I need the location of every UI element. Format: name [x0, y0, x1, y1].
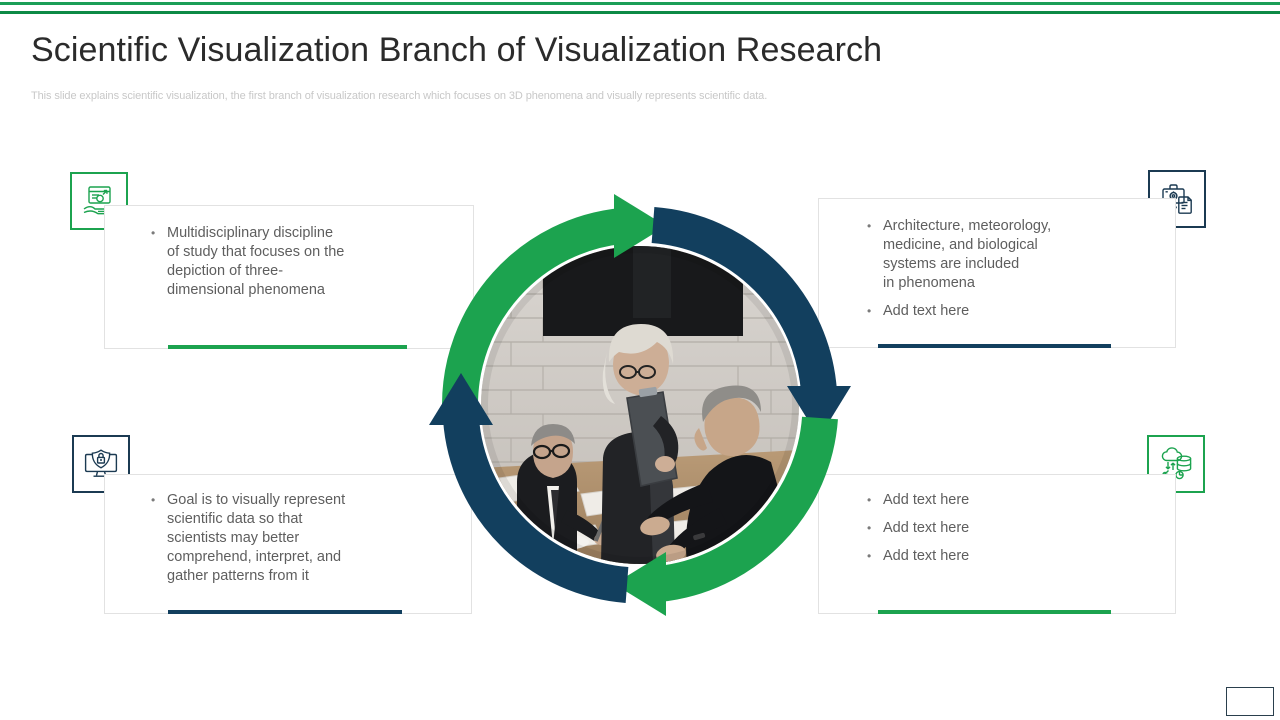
- bullet-text: Goal is to visually represent scientific…: [167, 492, 346, 584]
- top-accent-rule-outer: [0, 2, 1280, 5]
- cycle-diagram: [425, 190, 855, 620]
- cycle-segment-bottom-left: [429, 373, 629, 603]
- panel-bottom-left-accent-bar: [168, 610, 402, 614]
- bullet-marker: •: [151, 493, 156, 507]
- bullet-marker: •: [867, 493, 872, 507]
- page-title: Scientific Visualization Branch of Visua…: [31, 31, 883, 69]
- list-item: • Goal is to visually represent scientif…: [151, 491, 461, 586]
- bullet-text: Add text here: [883, 303, 970, 319]
- bullet-text: Add text here: [883, 520, 970, 536]
- list-item: • Add text here: [867, 491, 1165, 510]
- list-item: • Add text here: [867, 519, 1165, 538]
- bullet-marker: •: [151, 226, 156, 240]
- panel-top-right: • Architecture, meteorology, medicine, a…: [818, 198, 1176, 348]
- top-accent-rule-inner: [0, 11, 1280, 14]
- panel-top-left: • Multidisciplinary discipline of study …: [104, 205, 474, 349]
- panel-bottom-right-bullets: • Add text here • Add text here • Add te…: [867, 491, 1165, 575]
- center-photo: [481, 246, 799, 564]
- panel-bottom-left-bullets: • Goal is to visually represent scientif…: [151, 491, 461, 595]
- cycle-arrows: [429, 194, 851, 616]
- panel-top-right-bullets: • Architecture, meteorology, medicine, a…: [867, 217, 1165, 330]
- list-item: • Multidisciplinary discipline of study …: [151, 224, 463, 300]
- bullet-marker: •: [867, 549, 872, 563]
- icon-tile-bottom-left[interactable]: [72, 435, 130, 493]
- page-subtitle: This slide explains scientific visualiza…: [31, 90, 768, 102]
- panel-bottom-right: • Add text here • Add text here • Add te…: [818, 474, 1176, 614]
- panel-top-left-bullets: • Multidisciplinary discipline of study …: [151, 224, 463, 309]
- list-item: • Add text here: [867, 547, 1165, 566]
- bullet-text: Add text here: [883, 492, 970, 508]
- bullet-text: Multidisciplinary discipline of study th…: [167, 225, 345, 298]
- panel-bottom-right-accent-bar: [878, 610, 1111, 614]
- cloud-database-icon: [1157, 445, 1195, 483]
- bullet-text: Architecture, meteorology, medicine, and…: [883, 218, 1052, 291]
- list-item: • Add text here: [867, 302, 1165, 321]
- cycle-segment-bottom-right: [614, 416, 838, 616]
- bullet-text: Add text here: [883, 548, 970, 564]
- bullet-marker: •: [867, 219, 872, 233]
- bullet-marker: •: [867, 521, 872, 535]
- panel-bottom-left: • Goal is to visually represent scientif…: [104, 474, 472, 614]
- corner-placeholder-box: [1226, 687, 1274, 716]
- monitor-shield-lock-icon: [82, 445, 120, 483]
- cycle-segment-top-left: [442, 194, 666, 406]
- panel-top-left-accent-bar: [168, 345, 407, 349]
- bullet-marker: •: [867, 304, 872, 318]
- cycle-segment-top-right: [651, 207, 851, 438]
- panel-top-right-accent-bar: [878, 344, 1111, 348]
- list-item: • Architecture, meteorology, medicine, a…: [867, 217, 1165, 293]
